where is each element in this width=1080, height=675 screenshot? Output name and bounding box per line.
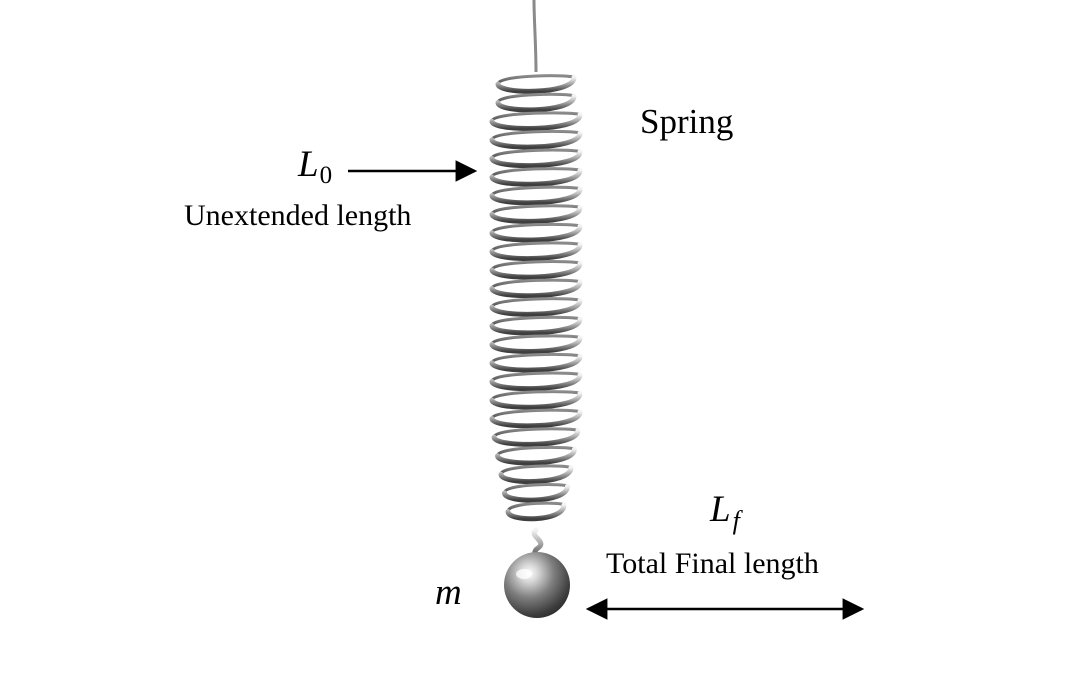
coil-back bbox=[490, 408, 582, 420]
coil-front bbox=[489, 167, 583, 187]
coil-back bbox=[490, 204, 582, 216]
lf-symbol: L bbox=[710, 489, 731, 530]
coil-front bbox=[489, 335, 583, 354]
coil-back bbox=[490, 352, 582, 365]
coil-back bbox=[490, 297, 582, 309]
coil-front bbox=[489, 186, 583, 206]
coil-back bbox=[506, 501, 566, 513]
coil-front bbox=[505, 502, 567, 522]
coil-front bbox=[489, 409, 583, 429]
coil-back bbox=[496, 74, 576, 86]
coil-back bbox=[490, 222, 582, 234]
coil-front bbox=[489, 298, 583, 317]
coil-back bbox=[490, 371, 582, 383]
total-final-length-label: Total Final length bbox=[606, 547, 819, 580]
coil-back bbox=[490, 315, 582, 327]
spring-coils bbox=[489, 74, 583, 522]
coil-back bbox=[490, 334, 582, 346]
coil-back bbox=[496, 92, 576, 104]
coil-back bbox=[490, 185, 582, 197]
spring-label: Spring bbox=[640, 102, 734, 141]
coil-back bbox=[499, 464, 573, 476]
coil-back bbox=[490, 390, 582, 402]
coil-front bbox=[495, 93, 577, 113]
l0-symbol: L bbox=[298, 144, 319, 185]
coil-front bbox=[489, 390, 583, 410]
coil-back bbox=[496, 445, 576, 457]
l0-label: L0 bbox=[298, 146, 332, 188]
coil-front bbox=[495, 75, 577, 94]
unextended-length-label: Unextended length bbox=[184, 199, 412, 232]
coil-front bbox=[502, 483, 570, 503]
coil-back bbox=[490, 167, 582, 179]
coil-front bbox=[489, 242, 583, 262]
coil-back bbox=[490, 241, 582, 253]
coil-front bbox=[489, 149, 583, 169]
coil-front bbox=[489, 130, 583, 150]
coil-front bbox=[489, 260, 583, 280]
l0-subscript: 0 bbox=[319, 162, 333, 189]
mass-highlight bbox=[516, 569, 532, 579]
coil-front bbox=[498, 465, 574, 484]
coil-back bbox=[490, 148, 582, 160]
hanging-wire bbox=[532, 0, 538, 73]
coil-back bbox=[490, 111, 582, 123]
coil-front bbox=[495, 446, 577, 466]
lf-label: Lf bbox=[710, 491, 740, 534]
coil-back bbox=[490, 129, 582, 142]
coil-front bbox=[489, 205, 583, 224]
coil-back bbox=[503, 483, 569, 495]
coil-front bbox=[489, 353, 583, 373]
mass-label: m bbox=[435, 572, 462, 613]
coil-front bbox=[489, 223, 583, 243]
coil-front bbox=[491, 428, 581, 447]
mass-ball bbox=[504, 552, 570, 618]
coil-back bbox=[492, 427, 580, 439]
coil-back bbox=[490, 260, 582, 272]
coil-front bbox=[489, 279, 583, 299]
lf-subscript: f bbox=[732, 506, 740, 535]
coil-back bbox=[490, 278, 582, 290]
coil-front bbox=[489, 316, 583, 336]
coil-front bbox=[489, 372, 583, 392]
coil-front bbox=[489, 112, 583, 131]
